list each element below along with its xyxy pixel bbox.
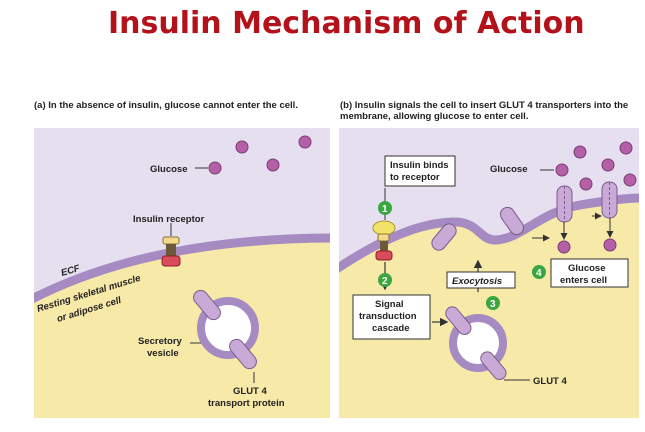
glucose-molecule [601,158,615,172]
step-2-badge [378,273,392,287]
binds-label-2: to receptor [390,172,440,183]
step-4-badge [532,265,546,279]
panel-b-caption: (b) Insulin signals the cell to insert G… [340,100,640,122]
glucose-molecule [266,158,280,172]
panel-b-letter: (b) [340,100,353,111]
step-3-number: 3 [490,299,496,310]
panel-a [34,128,330,418]
exocytosis-box [446,271,516,289]
glut4-label-b: GLUT 4 [533,376,567,387]
step-1-badge [378,201,392,215]
panel-b-caption-text: Insulin signals the cell to insert GLUT … [340,100,629,122]
signal-label-2: transduction [359,311,417,322]
secretory-vesicle-b [445,306,507,380]
glut4-transporter-2 [601,181,618,219]
enters-label-1: Glucose [568,263,606,274]
insulin-receptor-label: Insulin receptor [133,214,205,225]
glut4-label-a-1: GLUT 4 [233,386,267,397]
binds-label-1: Insulin binds [390,160,449,171]
exocytosis-label: Exocytosis [452,276,502,287]
glucose-molecule [235,140,249,154]
insulin-molecule [372,220,396,236]
glut4-label-a-2: transport protein [208,398,285,409]
glucose-molecule [208,161,222,175]
glucose-molecule [573,145,587,159]
panel-a-letter: (a) [34,100,46,111]
ecf-label: ECF [60,263,81,279]
step-3-badge [486,296,500,310]
insulin-receptor [161,236,181,267]
insulin-receptor-bound [372,220,396,261]
glucose-molecule [623,173,637,187]
page-title: Insulin Mechanism of Action [108,6,585,41]
signal-label-1: Signal [375,299,404,310]
step-2-number: 2 [382,276,388,287]
glut4-fusing [431,223,457,251]
panel-b-membrane [339,193,639,273]
secretory-vesicle [193,289,259,370]
glut4-transporter-1 [556,185,573,223]
panel-a-cytoplasm [34,238,330,418]
enters-label-2: enters cell [560,275,607,286]
vesicle-label-1: Secretory [138,336,183,347]
vesicle-label-2: vesicle [147,348,179,359]
step-1-number: 1 [382,204,388,215]
signal-box [352,294,431,340]
step-4-number: 4 [536,268,542,279]
glucose-molecule [579,177,593,191]
signal-label-3: cascade [372,323,410,334]
enters-box [550,258,629,288]
glucose-molecule [555,163,569,177]
glucose-molecule-inside [603,238,617,252]
glut4-fusing [499,206,525,236]
glucose-label-b: Glucose [490,164,528,175]
panel-a-caption: (a) In the absence of insulin, glucose c… [34,100,304,111]
glucose-molecule [619,141,633,155]
panel-a-caption-text: In the absence of insulin, glucose canno… [48,100,298,111]
glucose-label-a: Glucose [150,164,188,175]
binds-box [384,155,456,187]
glucose-molecule-inside [557,240,571,254]
glucose-molecule [298,135,312,149]
